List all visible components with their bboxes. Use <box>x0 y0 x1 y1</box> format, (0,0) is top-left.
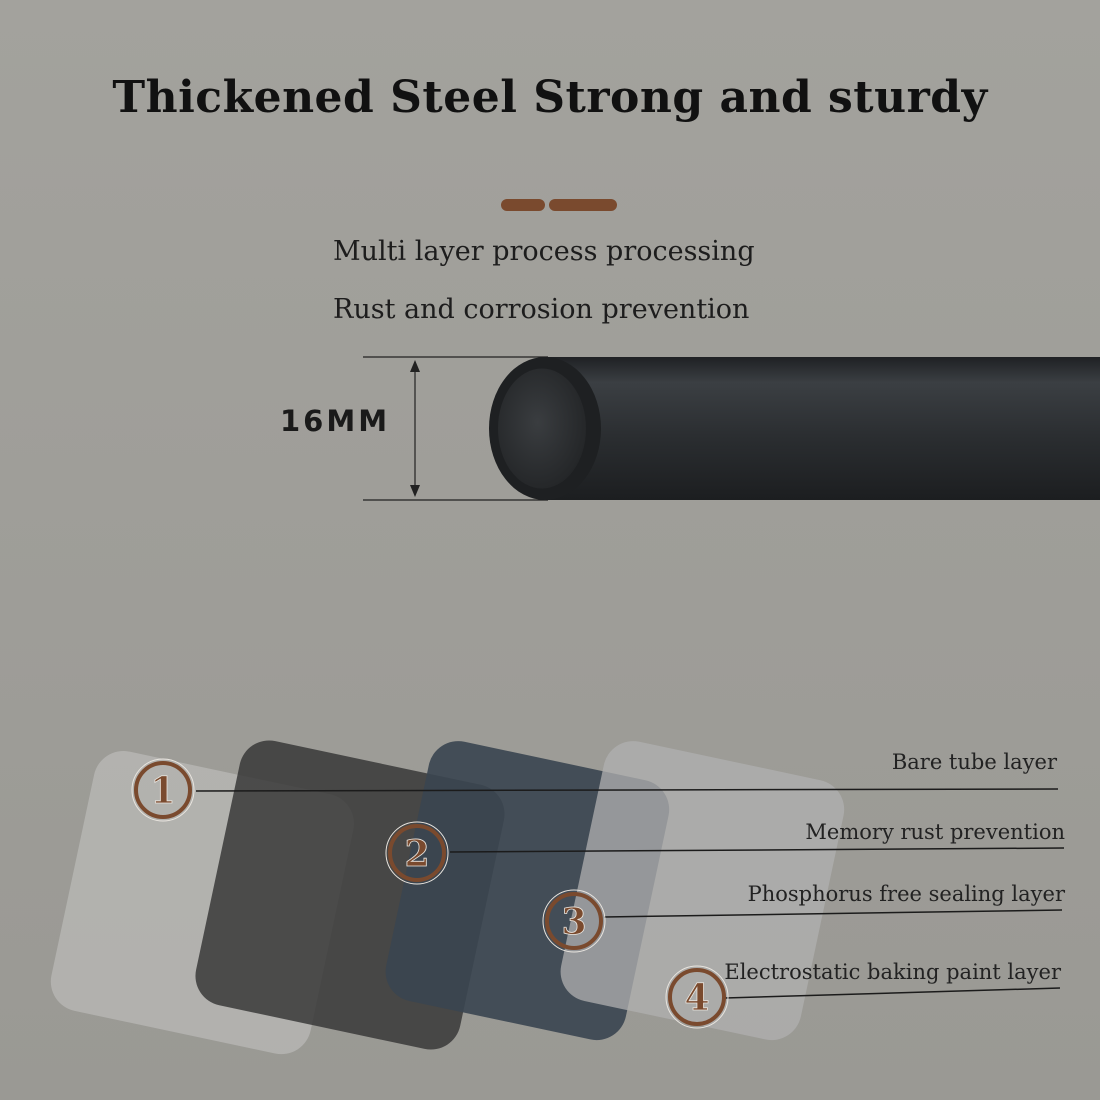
subtitle-line-1: Multi layer process processing <box>333 236 755 267</box>
layer-plate-4 <box>560 741 845 1041</box>
arrow-up-icon <box>410 360 420 372</box>
badge-1-ring <box>134 761 192 819</box>
badge-2-outer <box>385 821 449 885</box>
page-title: Thickened Steel Strong and sturdy <box>112 72 988 123</box>
badge-1-outer <box>131 758 195 822</box>
badge-1-number: 1 <box>150 770 175 812</box>
badge-3-outer <box>542 889 606 953</box>
decorative-bar-left <box>501 199 545 211</box>
leader-line-3 <box>603 909 1063 918</box>
badge-2-ring <box>388 824 446 882</box>
badge-3-number: 3 <box>561 901 586 943</box>
leader-lines <box>195 788 1065 999</box>
badge-4-outer <box>665 965 729 1029</box>
badge-4-ring <box>668 968 726 1026</box>
badge-4-number: 4 <box>684 977 709 1019</box>
steel-tube <box>489 357 1100 500</box>
layer-label-3: Phosphorus free sealing layer <box>747 882 1065 906</box>
leader-line-1 <box>195 788 1059 792</box>
decorative-bar-right <box>549 199 617 211</box>
layer-label-4: Electrostatic baking paint layer <box>724 960 1061 984</box>
leader-line-4 <box>724 987 1061 999</box>
layer-plates <box>50 740 845 1055</box>
badge-2-number: 2 <box>404 833 429 875</box>
badge-3-ring <box>545 892 603 950</box>
tube-end-cap <box>498 368 586 489</box>
dimension-guides <box>363 356 548 501</box>
leader-line-2 <box>449 847 1065 853</box>
tube-body <box>540 357 1100 500</box>
arrow-down-icon <box>410 485 420 497</box>
layer-label-1: Bare tube layer <box>891 750 1057 774</box>
subtitle-line-2: Rust and corrosion prevention <box>333 294 750 325</box>
number-badges <box>131 758 729 1029</box>
diameter-label: 16MM <box>280 404 391 438</box>
layer-label-2: Memory rust prevention <box>805 820 1065 844</box>
